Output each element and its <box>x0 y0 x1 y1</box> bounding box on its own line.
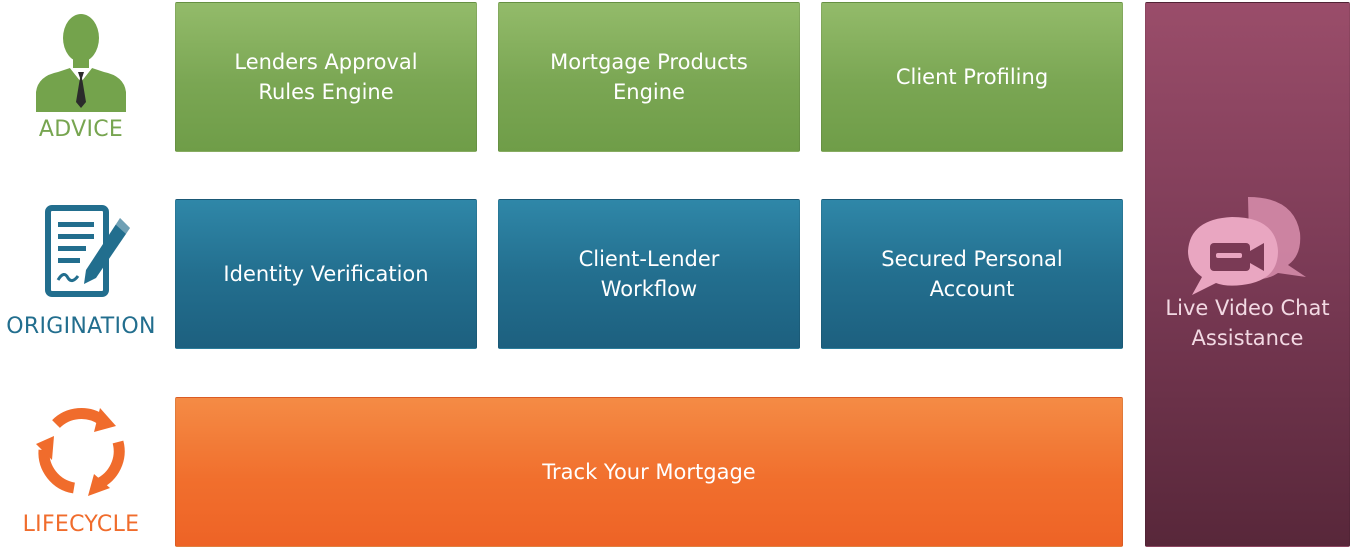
tile-client-profiling[interactable]: Client Profiling <box>821 2 1123 152</box>
advice-icon-wrap <box>32 10 130 116</box>
origination-icon-wrap <box>42 204 132 304</box>
live-video-chat-panel[interactable]: Live Video Chat Assistance <box>1145 2 1350 547</box>
cycle-arrows-icon <box>36 408 125 496</box>
tile-label: Secured Personal Account <box>881 247 1063 301</box>
tile-lenders-approval-rules-engine[interactable]: Lenders Approval Rules Engine <box>175 2 477 152</box>
tile-identity-verification[interactable]: Identity Verification <box>175 199 477 349</box>
row-label-lifecycle: LIFECYCLE <box>22 512 140 537</box>
tile-client-lender-workflow[interactable]: Client-Lender Workflow <box>498 199 800 349</box>
live-video-chat-label: Live Video Chat Assistance <box>1165 296 1330 350</box>
tile-label: Mortgage Products Engine <box>550 50 748 104</box>
lifecycle-icon-wrap <box>34 404 128 502</box>
tile-label: Client Profiling <box>895 65 1049 89</box>
businessman-icon <box>36 14 126 112</box>
chat-icon-wrap <box>1186 163 1310 309</box>
tile-label: Identity Verification <box>223 262 429 286</box>
row-label-advice: ADVICE <box>38 117 124 142</box>
tile-label: Client-Lender Workflow <box>578 247 720 301</box>
row-label-origination: ORIGINATION <box>6 314 156 339</box>
tile-label: Track Your Mortgage <box>542 460 756 484</box>
video-chat-icon <box>1188 197 1306 295</box>
tile-secured-personal-account[interactable]: Secured Personal Account <box>821 199 1123 349</box>
tile-mortgage-products-engine[interactable]: Mortgage Products Engine <box>498 2 800 152</box>
tile-label: Lenders Approval Rules Engine <box>234 50 418 104</box>
tile-track-your-mortgage[interactable]: Track Your Mortgage <box>175 397 1123 547</box>
signed-document-icon <box>45 205 130 297</box>
